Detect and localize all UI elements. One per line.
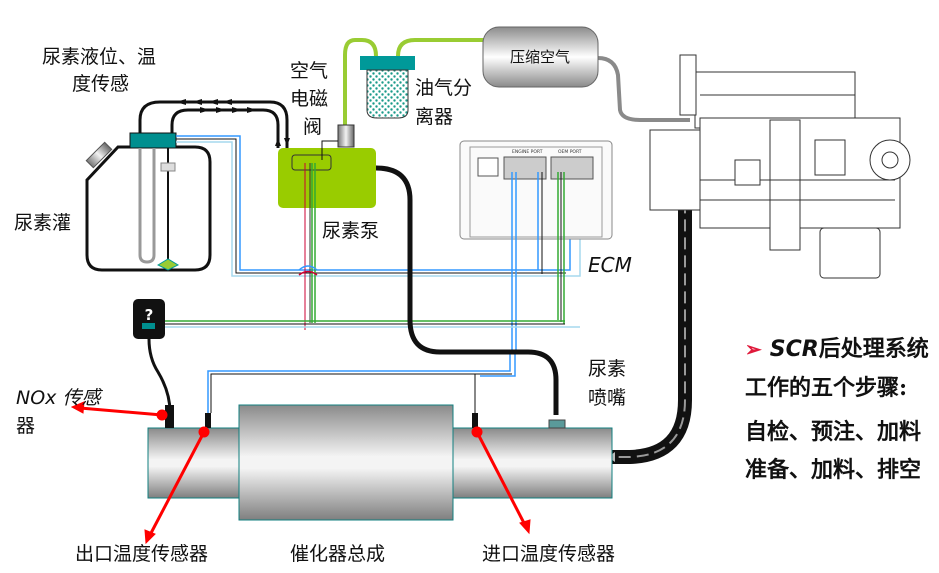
label-level-temp-sensor-1: 尿素液位、温: [42, 46, 157, 68]
label-catalyst-assembly: 催化器总成: [290, 543, 386, 565]
scr-steps-panel: ➢ SCR后处理系统工作的五个步骤: 自检、预注、加料准备、加料、排空: [745, 330, 935, 489]
label-outlet-temp-sensor: 出口温度传感器: [75, 543, 209, 565]
air-supply-line: [597, 56, 690, 122]
separator-to-valve-line: [343, 38, 378, 128]
label-nox-sensor-1-text: NOx 传感: [16, 387, 101, 409]
urea-pump: [278, 148, 376, 330]
label-inlet-temp-sensor: 进口温度传感器: [482, 543, 616, 565]
label-urea-nozzle-1: 尿素: [588, 358, 627, 380]
scr-steps-heading: ➢ SCR后处理系统工作的五个步骤:: [745, 330, 935, 407]
air-solenoid-valve: [321, 124, 355, 160]
scr-heading-rest: 后处理系统工作的五个步骤:: [745, 336, 929, 401]
oil-gas-separator: [360, 56, 415, 119]
ecm-engine-port-label: ENGINE PORT: [512, 149, 543, 155]
unknown-module-label: ?: [145, 306, 154, 324]
label-level-temp-sensor-2: 度传感: [72, 73, 130, 95]
ecm-oem-port-label: OEM PORT: [558, 149, 582, 155]
scr-heading-abbr: SCR: [769, 337, 819, 362]
engine: [649, 54, 911, 279]
urea-feed-line: [375, 165, 559, 415]
unknown-module: ?: [133, 299, 172, 413]
label-oil-gas-separator-2: 离器: [415, 106, 454, 128]
compressed-air-tank: [482, 26, 599, 88]
bullet-arrow-icon: ➢: [745, 337, 762, 361]
module-wires: [150, 320, 580, 328]
pointer-arrows: [70, 401, 531, 545]
label-urea-nozzle-2: 喷嘴: [588, 387, 627, 409]
label-oil-gas-separator-1: 油气分: [415, 77, 473, 99]
scr-steps-list: 自检、预注、加料准备、加料、排空: [745, 419, 922, 483]
label-nox-sensor-2: 器: [16, 415, 36, 437]
catalyst-sensor-wires: [207, 350, 516, 413]
label-urea-pump: 尿素泵: [322, 220, 380, 242]
label-urea-tank: 尿素灌: [14, 212, 72, 234]
label-air-solenoid-1: 空气: [290, 60, 329, 82]
label-compressed-air: 压缩空气: [510, 48, 571, 66]
label-air-solenoid-3: 阀: [303, 116, 323, 138]
urea-tank: [85, 132, 212, 272]
catalyst-assembly: [147, 404, 613, 521]
ecm-module: ENGINE PORT OEM PORT: [459, 140, 613, 240]
label-nox-sensor-1: NOx 传感: [16, 385, 100, 411]
label-ecm: ECM: [588, 253, 632, 277]
separator-to-compressed-air-line: [396, 38, 488, 57]
urea-return-lines: [138, 99, 290, 148]
label-air-solenoid-2: 电磁: [290, 88, 329, 110]
